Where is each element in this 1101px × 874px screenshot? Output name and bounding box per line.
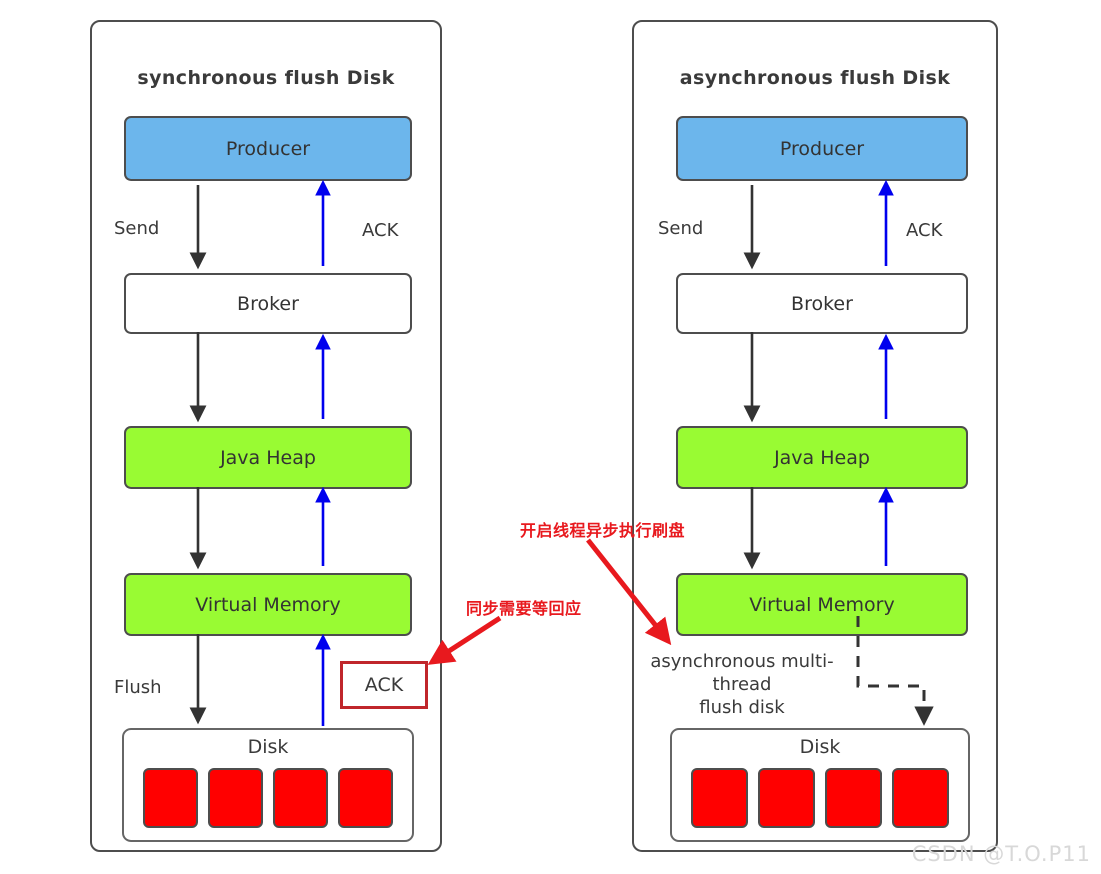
- disk-cell: [758, 768, 815, 828]
- node-label: Java Heap: [774, 446, 870, 469]
- node-producer-async[interactable]: Producer: [676, 116, 968, 181]
- edge-label-send-sync: Send: [114, 218, 160, 239]
- panel-title-synchronous: synchronous flush Disk: [137, 67, 395, 89]
- node-java-heap-sync[interactable]: Java Heap: [124, 426, 412, 489]
- panel-title-asynchronous: asynchronous flush Disk: [679, 67, 951, 89]
- disk-cell-group: [138, 768, 398, 828]
- node-label: Broker: [791, 292, 853, 315]
- node-label: Broker: [237, 292, 299, 315]
- disk-cell: [143, 768, 198, 828]
- edge-label-ack-async: ACK: [906, 220, 943, 241]
- edge-label-send-async: Send: [658, 218, 704, 239]
- annotation-async-thread: 开启线程异步执行刷盘: [520, 521, 686, 540]
- node-broker-async[interactable]: Broker: [676, 273, 968, 334]
- node-label: Producer: [779, 137, 865, 160]
- disk-cell: [825, 768, 882, 828]
- disk-cell-group: [686, 768, 954, 828]
- node-disk-sync[interactable]: Disk: [122, 728, 414, 842]
- disk-cell: [273, 768, 328, 828]
- disk-label: Disk: [799, 736, 841, 758]
- annotation-sync-wait: 同步需要等回应: [466, 599, 582, 618]
- panel-asynchronous-flush-disk: asynchronous flush Disk Producer Broker …: [632, 20, 998, 852]
- node-virtual-memory-sync[interactable]: Virtual Memory: [124, 573, 412, 636]
- edge-label-flush-sync: Flush: [114, 677, 162, 698]
- ack-callout-label: ACK: [364, 674, 404, 696]
- node-producer-sync[interactable]: Producer: [124, 116, 412, 181]
- csdn-watermark: CSDN @T.O.P11: [911, 842, 1091, 866]
- panel-synchronous-flush-disk: synchronous flush Disk Producer Broker J…: [90, 20, 442, 852]
- node-broker-sync[interactable]: Broker: [124, 273, 412, 334]
- disk-cell: [338, 768, 393, 828]
- node-label: Virtual Memory: [749, 593, 895, 616]
- edge-label-ack-sync: ACK: [362, 220, 399, 241]
- disk-cell: [208, 768, 263, 828]
- ack-callout-box[interactable]: ACK: [340, 661, 428, 709]
- node-label: Virtual Memory: [195, 593, 341, 616]
- node-label: Java Heap: [220, 446, 316, 469]
- disk-label: Disk: [247, 736, 289, 758]
- node-java-heap-async[interactable]: Java Heap: [676, 426, 968, 489]
- node-virtual-memory-async[interactable]: Virtual Memory: [676, 573, 968, 636]
- annotation-arrow-sync-wait: [427, 615, 502, 665]
- disk-cell: [691, 768, 748, 828]
- node-disk-async[interactable]: Disk: [670, 728, 970, 842]
- disk-cell: [892, 768, 949, 828]
- node-label: Producer: [225, 137, 311, 160]
